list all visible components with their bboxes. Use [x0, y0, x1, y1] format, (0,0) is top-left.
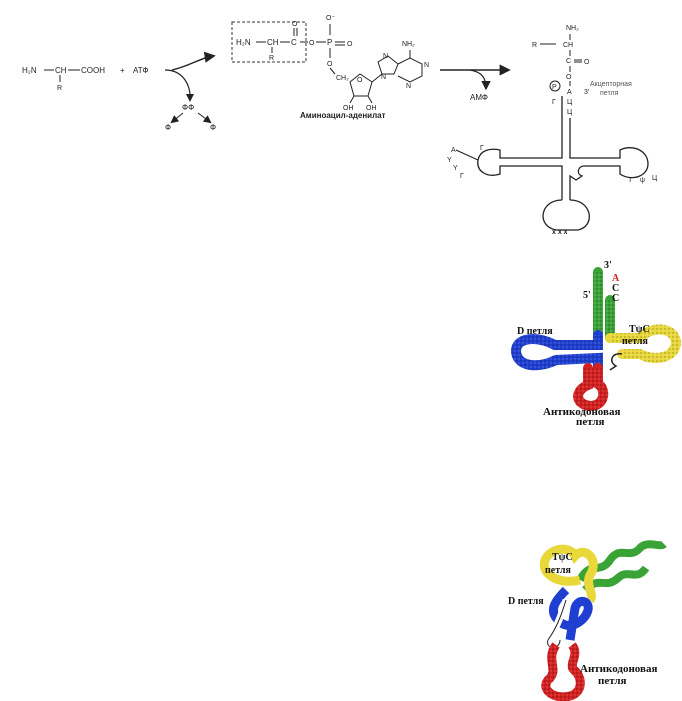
- p-circle: [549, 80, 561, 92]
- acceptor-label-1: Акцепторная: [590, 81, 632, 88]
- plus-sign: +: [120, 66, 125, 75]
- ad-nh2: NH₂: [402, 41, 415, 48]
- ls-anticodon-1: Антикодоновая: [580, 663, 657, 675]
- tpsi-t: Т: [628, 177, 633, 184]
- dashed-box: [231, 21, 307, 63]
- cloverleaf-trna: 3' A C C 5' D петля TψC петля Антикодоно…: [511, 260, 682, 428]
- ad-oh1: OH: [343, 105, 354, 112]
- pi-left: Ф: [165, 123, 171, 132]
- ad-o-top: O: [292, 21, 298, 28]
- cl-base-c1: C: [612, 283, 619, 294]
- ad-o-link: O: [309, 40, 315, 47]
- ad-oh2: OH: [366, 105, 377, 112]
- d-base-a: A: [451, 147, 456, 154]
- reaction-scheme: H₂N CH COOH R + АТФ ФФ Ф Ф H₂N CH C O R …: [22, 15, 511, 132]
- pi-right: Ф: [210, 123, 216, 132]
- sch-3prime: 3': [584, 89, 589, 96]
- d-base-g2: Г: [460, 173, 464, 180]
- acceptor-label-2: петля: [600, 90, 619, 97]
- aa-cooh: COOH: [81, 66, 105, 75]
- cl-anticodon-2: петля: [576, 416, 605, 428]
- ad-o-double: O: [347, 41, 353, 48]
- cl-anticodon-1: Антикодоновая: [543, 406, 620, 418]
- sch-base-c2: Ц: [567, 109, 573, 116]
- sch-o-side: O: [584, 59, 590, 66]
- cl-tpsic: TψC: [629, 324, 650, 335]
- ls-tpsic-label: TψC: [552, 552, 573, 563]
- ad-o-bottom: O: [327, 61, 333, 68]
- ad-o-minus: O⁻: [326, 15, 335, 22]
- ad-n3: N: [424, 62, 429, 69]
- ad-n1: N: [381, 74, 386, 81]
- ls-d-loop: D петля: [508, 596, 544, 607]
- sch-c: C: [566, 58, 571, 65]
- ppi-label: ФФ: [182, 103, 194, 112]
- ad-r: R: [269, 55, 274, 62]
- amp-label: АМФ: [470, 93, 488, 102]
- tpsi-c: Ц: [652, 175, 658, 182]
- ls-anticodon-2: петля: [598, 675, 627, 687]
- d-base-g1: Г: [480, 145, 484, 152]
- sch-base-a: A: [567, 89, 572, 96]
- ad-n4: N: [406, 83, 411, 90]
- adenylate-label: Аминоацил-аденилат: [300, 111, 386, 120]
- ad-h2n: H₂N: [236, 38, 251, 47]
- ad-p: P: [327, 38, 332, 47]
- sch-o-link: O: [566, 74, 572, 81]
- sch-r: R: [532, 42, 537, 49]
- p-circle-label: P: [552, 84, 557, 91]
- ls-d-arm: [549, 586, 593, 641]
- cl-5prime: 5': [583, 290, 591, 301]
- cl-tpsic-loop: петля: [622, 336, 648, 347]
- d-base-y2: Y: [453, 165, 458, 172]
- aa-ch: CH: [55, 66, 67, 75]
- ad-ring-o: O: [357, 77, 363, 84]
- cl-base-a: A: [612, 273, 620, 284]
- cl-base-c2: C: [612, 293, 619, 304]
- aa-h2n: H₂N: [22, 66, 37, 75]
- sch-nh2: NH₂: [566, 25, 579, 32]
- ls-tpsic: [539, 544, 598, 604]
- tpsi-psi: ψ: [640, 177, 645, 184]
- aa-r: R: [57, 85, 62, 92]
- ls-tpsic-loop: петля: [545, 565, 571, 576]
- ad-ch2: CH₂: [336, 75, 349, 82]
- sch-ch: CH: [563, 42, 573, 49]
- l-shape-trna: TψC петля D петля Антикодоновая петля: [508, 540, 667, 701]
- sch-g-base: Г: [552, 99, 556, 106]
- ad-ch: CH: [267, 38, 279, 47]
- trna-schematic: NH₂ R CH C O O A Ц Ц 3' Акцепторная петл…: [447, 25, 658, 236]
- cl-3prime: 3': [604, 260, 612, 271]
- sch-base-c1: Ц: [567, 99, 573, 106]
- d-base-y1: Y: [447, 157, 452, 164]
- atp-label: АТФ: [133, 66, 148, 75]
- ad-c: C: [291, 38, 297, 47]
- anticodon-xxx: x x x: [552, 229, 568, 236]
- cl-d-loop: D петля: [517, 326, 553, 337]
- ad-n2: N: [383, 53, 388, 60]
